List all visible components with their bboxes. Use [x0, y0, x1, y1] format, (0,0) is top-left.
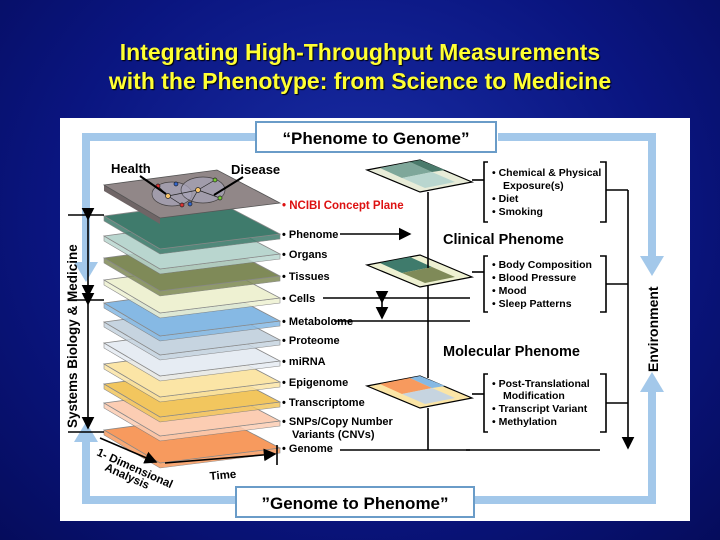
health-pointer	[139, 175, 167, 195]
concept-plane-label: • NCIBI Concept Plane	[282, 200, 404, 212]
layer-stack	[102, 200, 282, 469]
phenome-to-genome-banner	[255, 121, 497, 153]
layer-label: • Organs	[282, 249, 327, 261]
svg-text:• Chemical & Physical: • Chemical & Physical	[492, 167, 601, 179]
clinical-measures-box: • Body Composition• Blood Pressure • Moo…	[492, 259, 592, 310]
layer-label: • Proteome	[282, 335, 340, 347]
disease-pointer	[213, 176, 244, 196]
svg-text:Modification: Modification	[503, 390, 565, 402]
svg-text:• Mood: • Mood	[492, 285, 527, 297]
svg-text:• Methylation: • Methylation	[492, 416, 557, 428]
time-label: Time	[209, 469, 237, 483]
layer-label: • Transcriptome	[282, 397, 365, 409]
title-line-2: with the Phenotype: from Science to Medi…	[108, 68, 612, 94]
network-graph	[151, 176, 226, 208]
clinical-phenome-label: Clinical Phenome	[443, 232, 564, 248]
clinical-plane-1	[364, 159, 475, 193]
svg-text:• Blood Pressure: • Blood Pressure	[492, 272, 576, 284]
layer-label: • Epigenome	[282, 377, 348, 389]
slide-title: Integrating High-Throughput Measurements…	[0, 38, 720, 96]
svg-text:• Smoking: • Smoking	[492, 206, 543, 218]
layer-label: • Tissues	[282, 271, 330, 283]
svg-text:• Transcript Variant: • Transcript Variant	[492, 403, 588, 415]
health-label: Health	[111, 161, 151, 176]
genome-to-phenome-banner	[235, 486, 475, 518]
layer-label: • Metabolome	[282, 316, 353, 328]
environment-label: Environment	[645, 286, 661, 372]
disease-label: Disease	[231, 162, 280, 177]
left-axis-lines	[68, 207, 278, 465]
layer-label: • SNPs/Copy Number	[282, 416, 394, 428]
svg-text:• Diet: • Diet	[492, 193, 519, 205]
svg-text:• Sleep Patterns: • Sleep Patterns	[492, 298, 572, 310]
svg-text:• Post-Translational: • Post-Translational	[492, 378, 590, 390]
layer-label: • Cells	[282, 293, 315, 305]
layer-label: • miRNA	[282, 356, 326, 368]
layer-label: • Phenome	[282, 229, 338, 241]
title-line-1: Integrating High-Throughput Measurements	[119, 39, 601, 65]
svg-text:• Body Composition: • Body Composition	[492, 259, 592, 271]
layer-label-cont: Variants (CNVs)	[292, 429, 375, 441]
phenome-to-genome-label: “Phenome to Genome”	[282, 129, 469, 148]
clinical-plane-2	[364, 254, 475, 288]
svg-text:Exposure(s): Exposure(s)	[503, 180, 564, 192]
molecular-plane	[364, 375, 475, 409]
systems-biology-medicine-label: Systems Biology & Medicine	[65, 244, 80, 428]
genome-to-phenome-label: ”Genome to Phenome”	[261, 494, 448, 513]
connector-lines	[323, 161, 635, 451]
layer-labels: • Phenome • Organs • Tissues • Cells • Metab…	[282, 229, 394, 455]
molecular-phenome-label: Molecular Phenome	[443, 344, 580, 360]
layer-label: • Genome	[282, 443, 333, 455]
